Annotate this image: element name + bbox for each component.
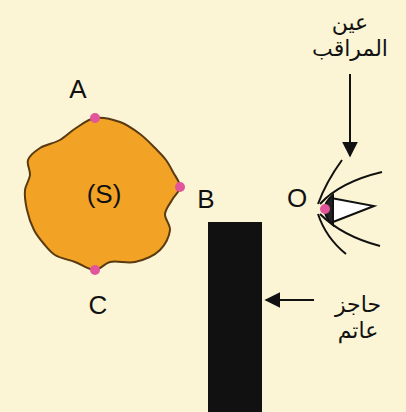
opaque-screen [208, 222, 262, 412]
object-shape: (S) [20, 112, 188, 276]
point-letter: C [78, 290, 118, 321]
eye-drawing [318, 160, 382, 254]
leader-arrow [266, 299, 314, 301]
point-letter: A [58, 74, 98, 105]
point-dot [90, 113, 100, 123]
point-dot [90, 265, 100, 275]
leader-arrow [349, 74, 351, 156]
point-letter: B [186, 184, 226, 215]
point-dot [175, 182, 185, 192]
point-letter: O [277, 183, 317, 214]
object-body [25, 118, 180, 270]
point-dot [320, 204, 330, 214]
screen-caption: حاجز عاتم [322, 292, 394, 345]
object-name: (S) [87, 179, 122, 210]
eye-caption: عين المراقب [307, 10, 393, 63]
